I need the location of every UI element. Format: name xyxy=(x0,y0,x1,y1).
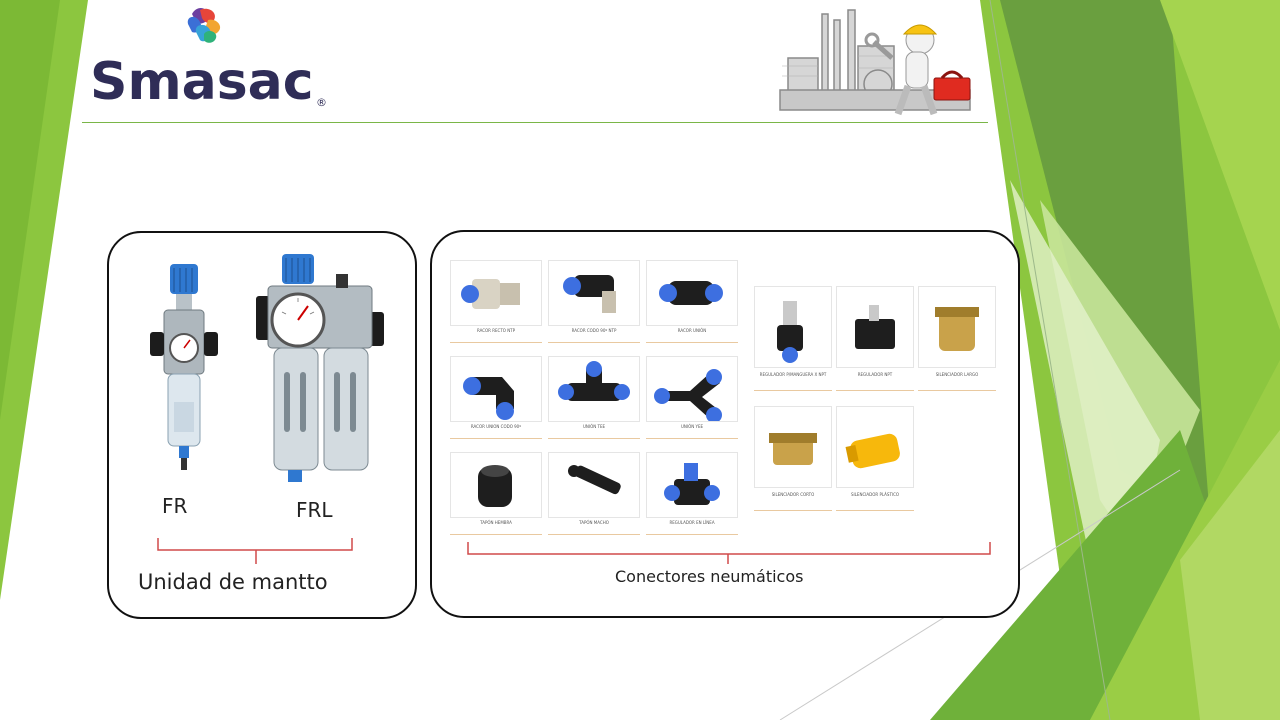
fr-filter-regulator-image xyxy=(150,264,218,470)
accessory-caption-regulador-npt: REGULADOR NPT xyxy=(857,372,893,377)
connector-tile-racor-union xyxy=(646,260,738,326)
connector-caption-tapon-hembra: TAPÓN HEMBRA xyxy=(480,520,512,525)
smasac-logo-icon xyxy=(187,8,221,43)
connector-caption-union-yee: UNIÓN YEE xyxy=(680,424,703,429)
maintenance-unit-caption: Unidad de mantto xyxy=(138,570,328,594)
accessory-tile-silenciador-plastico xyxy=(836,406,914,488)
connector-tile-tapon-macho xyxy=(548,452,640,518)
frl-filter-regulator-lubricator-image xyxy=(256,254,384,482)
accessory-divider xyxy=(836,510,914,511)
accessory-tile-silenciador-largo xyxy=(918,286,996,368)
connector-caption-racor-union: RACOR UNIÓN xyxy=(677,328,707,333)
left-bracket xyxy=(157,538,353,564)
connectors-caption: Conectores neumáticos xyxy=(615,567,804,586)
accessory-divider xyxy=(754,390,832,391)
accessory-caption-silenciador-corto: SILENCIADOR CORTO xyxy=(771,492,815,497)
connector-divider xyxy=(646,534,738,535)
connector-catalog-grid: RACOR RECTO NTP RACOR CODO 90º NTP RACOR U… xyxy=(450,260,742,540)
registered-mark: ® xyxy=(316,96,327,109)
industrial-worker-illustration xyxy=(778,6,978,122)
header-divider xyxy=(82,122,988,123)
connector-tile-racor-recto-ntp xyxy=(450,260,542,326)
connector-divider xyxy=(548,534,640,535)
brand-name: Smasac xyxy=(90,52,314,112)
connector-tile-racor-codo-90-ntp xyxy=(548,260,640,326)
right-bracket xyxy=(467,542,991,564)
connector-divider xyxy=(548,342,640,343)
connector-divider xyxy=(548,438,640,439)
connector-tile-union-tee xyxy=(548,356,640,422)
connector-caption-regulador-en-linea: REGULADOR EN LÍNEA xyxy=(669,520,715,525)
connector-tile-racor-union-codo-90 xyxy=(450,356,542,422)
connector-divider xyxy=(450,438,542,439)
fr-label: FR xyxy=(162,494,188,518)
accessory-catalog-grid: REGULADOR P/MANGUERA X NPT REGULADOR NPT S… xyxy=(754,286,1002,516)
connector-caption-racor-union-codo-90: RACOR UNION CODO 90º xyxy=(470,424,522,429)
connector-divider xyxy=(450,534,542,535)
accessory-caption-silenciador-largo: SILENCIADOR LARGO xyxy=(935,372,979,377)
accessory-divider xyxy=(836,390,914,391)
accessory-tile-regulador-npt xyxy=(836,286,914,368)
accessory-caption-regulador-p-manguera-x-npt: REGULADOR P/MANGUERA X NPT xyxy=(759,372,827,377)
connector-divider xyxy=(646,342,738,343)
connector-tile-union-yee xyxy=(646,356,738,423)
accessory-divider xyxy=(754,510,832,511)
connector-tile-regulador-en-linea xyxy=(646,452,738,518)
connector-divider xyxy=(450,342,542,343)
frl-label: FRL xyxy=(296,498,333,522)
connector-tile-tapon-hembra xyxy=(450,452,542,518)
connector-caption-racor-codo-90-ntp: RACOR CODO 90º NTP xyxy=(571,328,617,333)
connector-caption-tapon-macho: TAPÓN MACHO xyxy=(579,520,609,525)
connector-caption-racor-recto-ntp: RACOR RECTO NTP xyxy=(476,328,516,333)
accessory-divider xyxy=(918,390,996,391)
accessory-tile-silenciador-corto xyxy=(754,406,832,488)
connector-divider xyxy=(646,438,738,439)
accessory-tile-regulador-p-manguera-x-npt xyxy=(754,286,832,368)
accessory-caption-silenciador-plastico: SILENCIADOR PLÁSTICO xyxy=(850,492,900,497)
connector-caption-union-tee: UNIÓN TEE xyxy=(582,424,605,429)
